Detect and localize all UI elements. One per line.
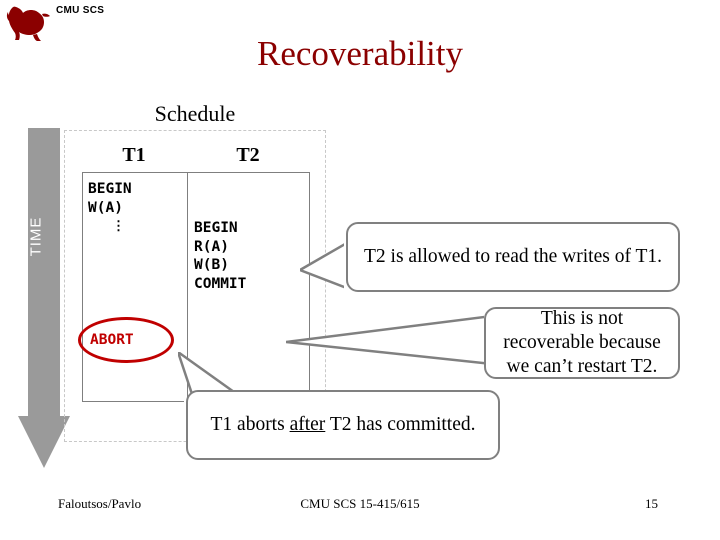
course-label: CMU SCS — [56, 5, 105, 16]
schedule-label: Schedule — [154, 101, 236, 126]
column-divider — [187, 173, 188, 403]
callout-3-text-after: T2 has committed. — [325, 414, 476, 435]
abort-highlight-circle — [78, 317, 174, 363]
column-header-t1: T1 — [122, 144, 146, 166]
t2-operations: BEGIN R(A) W(B) COMMIT — [194, 220, 247, 292]
t1-operations: BEGIN W(A) — [88, 181, 132, 216]
callout-3-text-before: T1 aborts — [210, 414, 290, 435]
time-axis-label: TIME — [27, 216, 45, 257]
callout-2-tail — [286, 312, 506, 370]
callout-1-text: T2 is allowed to read the writes of T1. — [363, 246, 663, 267]
page-title: Recoverability — [256, 34, 464, 73]
arrow-head-icon — [18, 416, 70, 468]
callout-not-recoverable: This is not recoverable because we can’t… — [484, 307, 680, 379]
cmu-scottie-logo-icon — [6, 2, 52, 42]
t1-abort-label: ABORT — [90, 332, 134, 348]
footer-course: CMU SCS 15-415/615 — [300, 496, 420, 511]
column-header-t2: T2 — [236, 144, 260, 166]
time-axis-arrow: TIME — [18, 128, 70, 468]
callout-3-text: T1 aborts after T2 has committed. — [211, 413, 476, 437]
callout-3-text-underlined: after — [289, 414, 326, 435]
footer-authors: Faloutsos/Pavlo — [58, 496, 142, 511]
callout-t1-aborts-after: T1 aborts after T2 has committed. — [186, 390, 500, 460]
callout-t2-reads-writes: T2 is allowed to read the writes of T1. — [346, 222, 680, 292]
footer-page-number: 15 — [645, 496, 658, 511]
callout-2-text: This is not recoverable because we can’t… — [503, 308, 661, 377]
t1-continuation-dots: ⋮ — [112, 219, 125, 234]
arrow-shaft — [28, 128, 60, 416]
